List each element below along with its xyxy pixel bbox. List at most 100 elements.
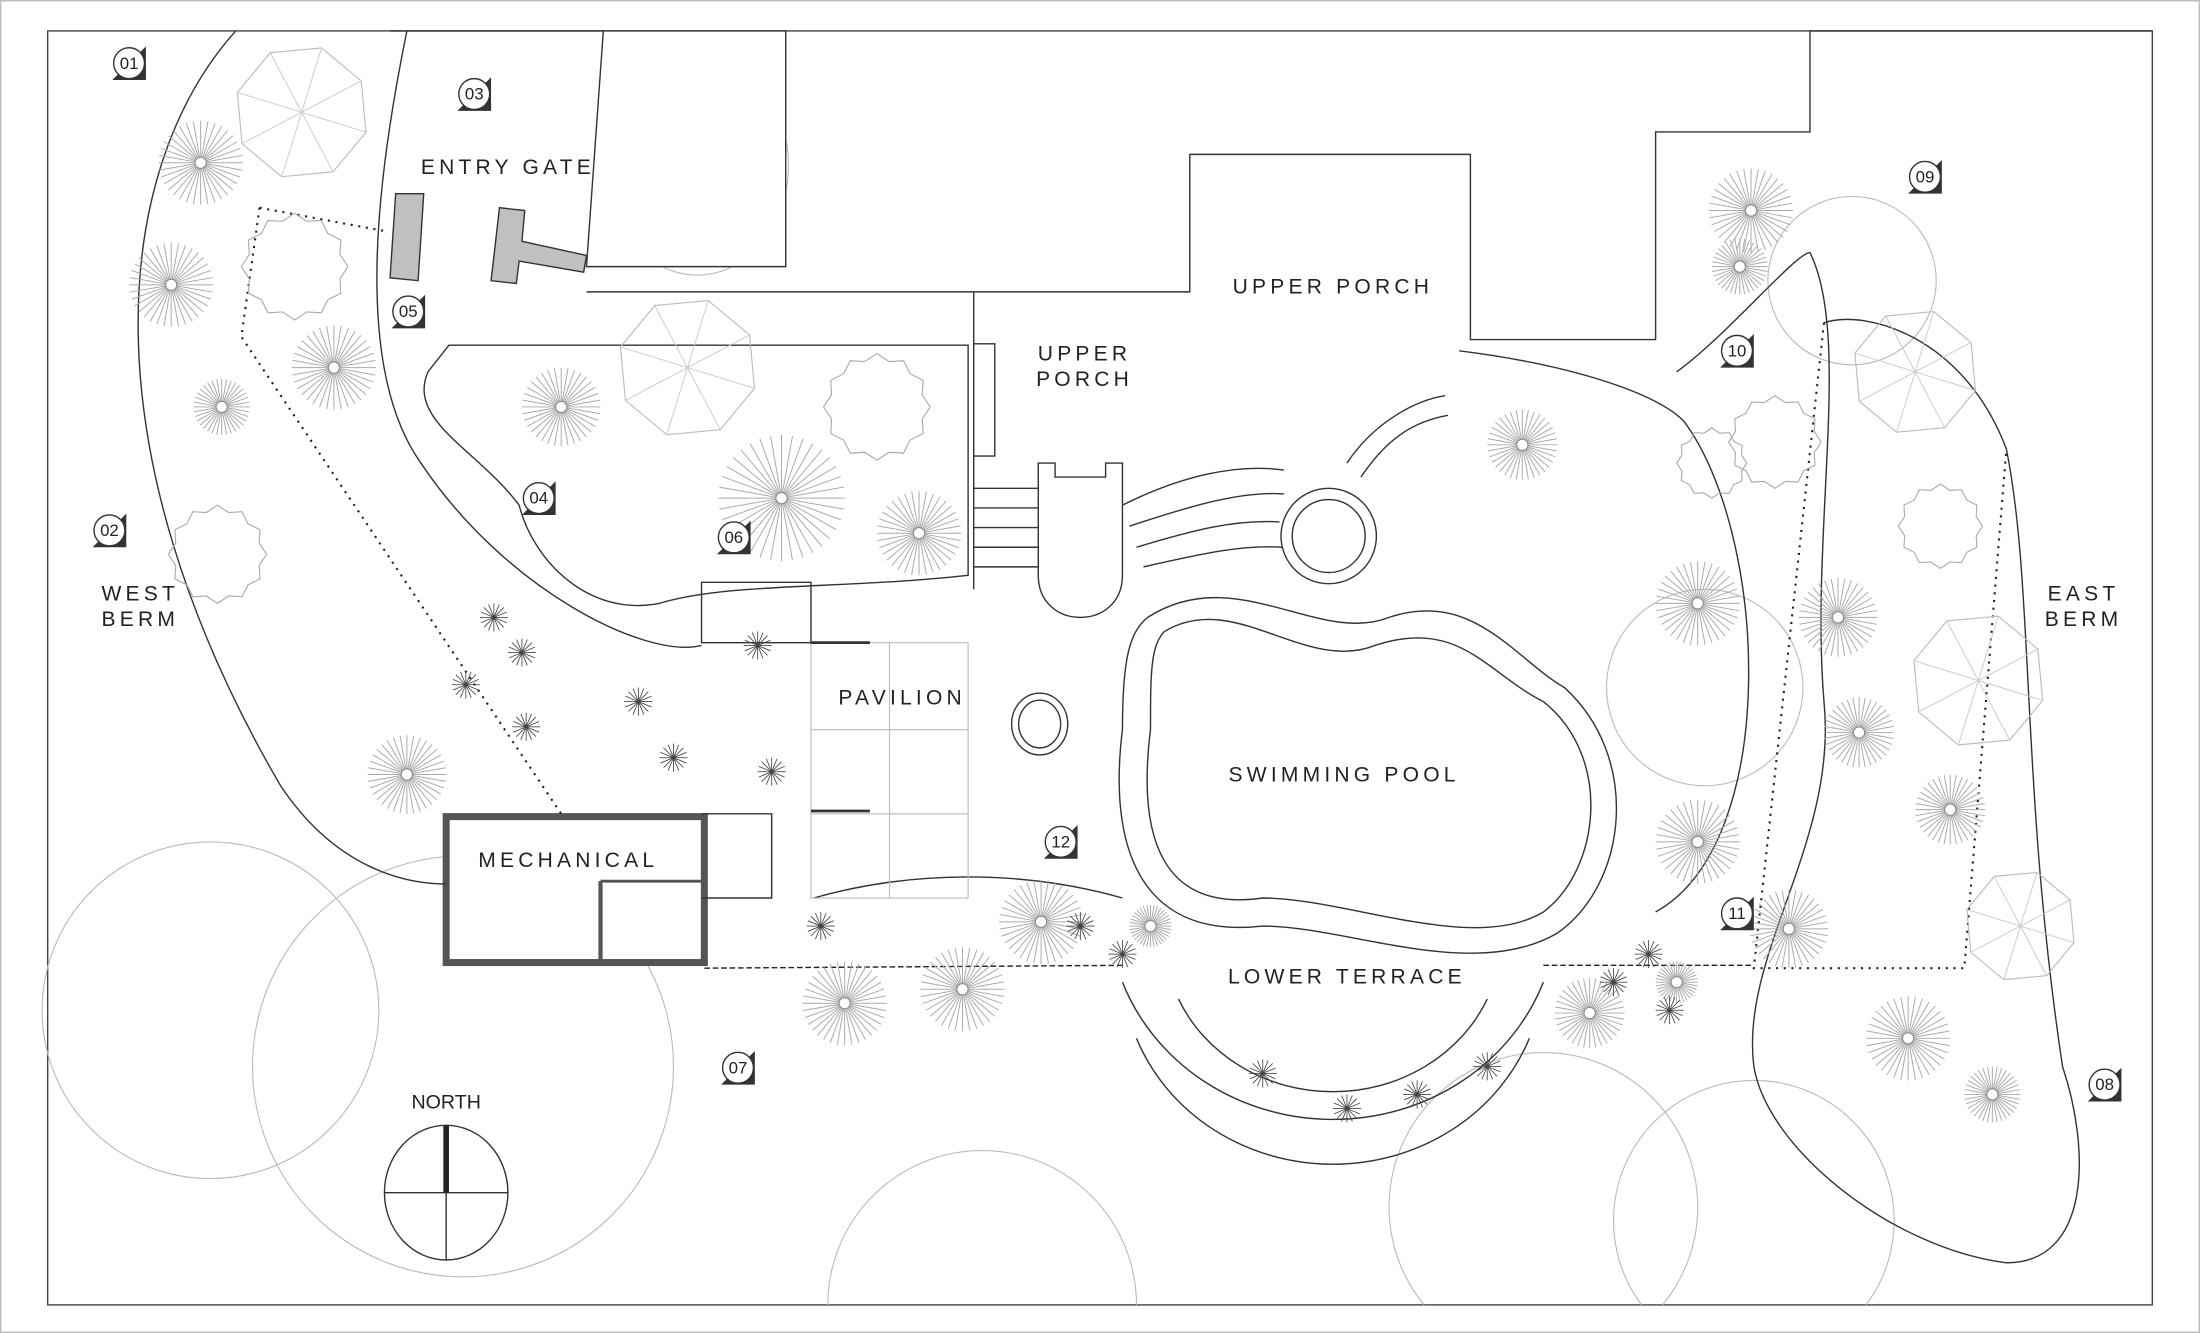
view-marker-label: 09 xyxy=(1916,167,1935,186)
shrub-icon xyxy=(1473,1052,1502,1081)
view-marker-label: 07 xyxy=(729,1058,748,1077)
shrub-icon xyxy=(479,603,508,632)
label-upper-porch-right: UPPER PORCH xyxy=(1233,275,1434,298)
tree-icon xyxy=(1823,697,1895,768)
tree-icon xyxy=(998,879,1084,964)
tree-icon xyxy=(1711,238,1768,295)
shrub-icon xyxy=(624,687,653,716)
shrub-icon xyxy=(659,743,688,772)
view-marker-08[interactable]: 08 xyxy=(2087,1067,2122,1102)
deciduous-tree-icon xyxy=(240,212,349,321)
deciduous-tree-icon xyxy=(167,504,268,605)
deciduous-tree-icon xyxy=(1727,395,1822,489)
tree-canopies xyxy=(41,55,1937,1306)
deciduous-tree-icon xyxy=(1897,483,1983,569)
tree-icon xyxy=(1798,578,1878,657)
view-marker-03[interactable]: 03 xyxy=(457,77,492,111)
shrub-icon xyxy=(512,712,541,741)
tree-icon xyxy=(876,491,962,576)
shrub-icon xyxy=(451,670,480,699)
view-marker-11[interactable]: 11 xyxy=(1720,896,1754,931)
deciduous-tree-icon xyxy=(1675,427,1748,499)
label-east-berm-1: EAST xyxy=(2048,583,2120,606)
tree-icon xyxy=(367,735,447,814)
label-mechanical: MECHANICAL xyxy=(478,849,658,872)
north-label: NORTH xyxy=(411,1091,480,1113)
view-marker-07[interactable]: 07 xyxy=(721,1050,755,1085)
tree-icon xyxy=(1964,1066,2021,1123)
tree-canopy-icon xyxy=(619,300,756,436)
tree-icon xyxy=(1655,561,1740,646)
trees xyxy=(129,47,2075,1123)
tree-icon xyxy=(1655,799,1740,884)
label-lower-terrace: LOWER TERRACE xyxy=(1228,966,1466,989)
shrub-icon xyxy=(806,912,835,941)
swimming-pool xyxy=(1118,395,1618,1165)
property-boundary xyxy=(47,30,2153,1306)
shrub-icon xyxy=(1332,1094,1361,1123)
view-marker-label: 06 xyxy=(724,528,743,547)
tree-canopy-icon xyxy=(1966,871,2075,981)
label-west-berm-2: BERM xyxy=(102,608,180,631)
tree-icon xyxy=(1655,961,1698,1004)
view-markers: 01 02 03 04 05 06 07 08 09 10 11 12 xyxy=(92,46,2122,1102)
tree-icon xyxy=(1554,977,1625,1049)
view-marker-05[interactable]: 05 xyxy=(391,294,426,329)
tree-icon xyxy=(1915,774,1986,845)
view-marker-10[interactable]: 10 xyxy=(1720,333,1754,368)
view-marker-01[interactable]: 01 xyxy=(112,46,146,81)
shrub-icon xyxy=(1655,996,1684,1025)
view-marker-02[interactable]: 02 xyxy=(92,513,127,548)
view-marker-label: 08 xyxy=(2095,1075,2114,1094)
view-marker-label: 12 xyxy=(1051,832,1070,851)
tree-icon xyxy=(802,961,887,1046)
shrub-icon xyxy=(1634,940,1663,969)
shrub-icon xyxy=(1248,1059,1277,1088)
view-marker-label: 11 xyxy=(1728,904,1745,923)
label-swimming-pool: SWIMMING POOL xyxy=(1229,764,1460,787)
view-marker-12[interactable]: 12 xyxy=(1043,825,1078,859)
view-marker-label: 05 xyxy=(399,302,418,321)
view-marker-label: 01 xyxy=(120,54,139,73)
tree-canopy-icon xyxy=(1913,615,2044,746)
view-marker-label: 04 xyxy=(529,489,548,508)
deciduous-tree-icon xyxy=(822,352,931,461)
tree-canopy-icon xyxy=(236,47,367,178)
tree-icon xyxy=(1708,168,1794,253)
view-marker-09[interactable]: 09 xyxy=(1908,159,1942,194)
buildings xyxy=(389,30,2153,967)
view-marker-label: 03 xyxy=(465,85,484,104)
north-arrow: NORTH xyxy=(383,1091,509,1261)
label-pavilion: PAVILION xyxy=(838,686,966,709)
tree-icon xyxy=(158,120,243,205)
tree-icon xyxy=(1129,905,1172,948)
label-entry-gate: ENTRY GATE xyxy=(421,156,595,179)
tree-canopy-icon xyxy=(1854,310,1977,433)
tree-icon xyxy=(193,378,250,435)
view-marker-label: 02 xyxy=(100,521,119,540)
tree-icon xyxy=(1487,409,1558,480)
tree-icon xyxy=(1866,996,1951,1081)
tree-icon xyxy=(718,434,845,562)
shrub-icon xyxy=(743,631,772,660)
pavilion-area xyxy=(700,462,1124,899)
label-west-berm-1: WEST xyxy=(102,583,180,606)
view-marker-06[interactable]: 06 xyxy=(716,520,751,555)
tree-icon xyxy=(920,947,1005,1032)
shrub-icon xyxy=(1066,912,1095,941)
shrub-icon xyxy=(757,757,786,786)
shrub-icon xyxy=(1108,940,1137,969)
shrub-icon xyxy=(507,638,536,667)
view-marker-04[interactable]: 04 xyxy=(521,481,556,515)
mechanical-building xyxy=(442,813,708,967)
label-upper-porch-left-2: PORCH xyxy=(1036,368,1133,391)
tree-icon xyxy=(1749,889,1829,969)
view-marker-label: 10 xyxy=(1728,341,1747,360)
label-east-berm-2: BERM xyxy=(2045,608,2123,631)
shrub-icon xyxy=(1403,1080,1432,1109)
label-upper-porch-left-1: UPPER xyxy=(1038,343,1132,366)
tree-icon xyxy=(521,367,601,447)
tree-icon xyxy=(291,325,377,410)
